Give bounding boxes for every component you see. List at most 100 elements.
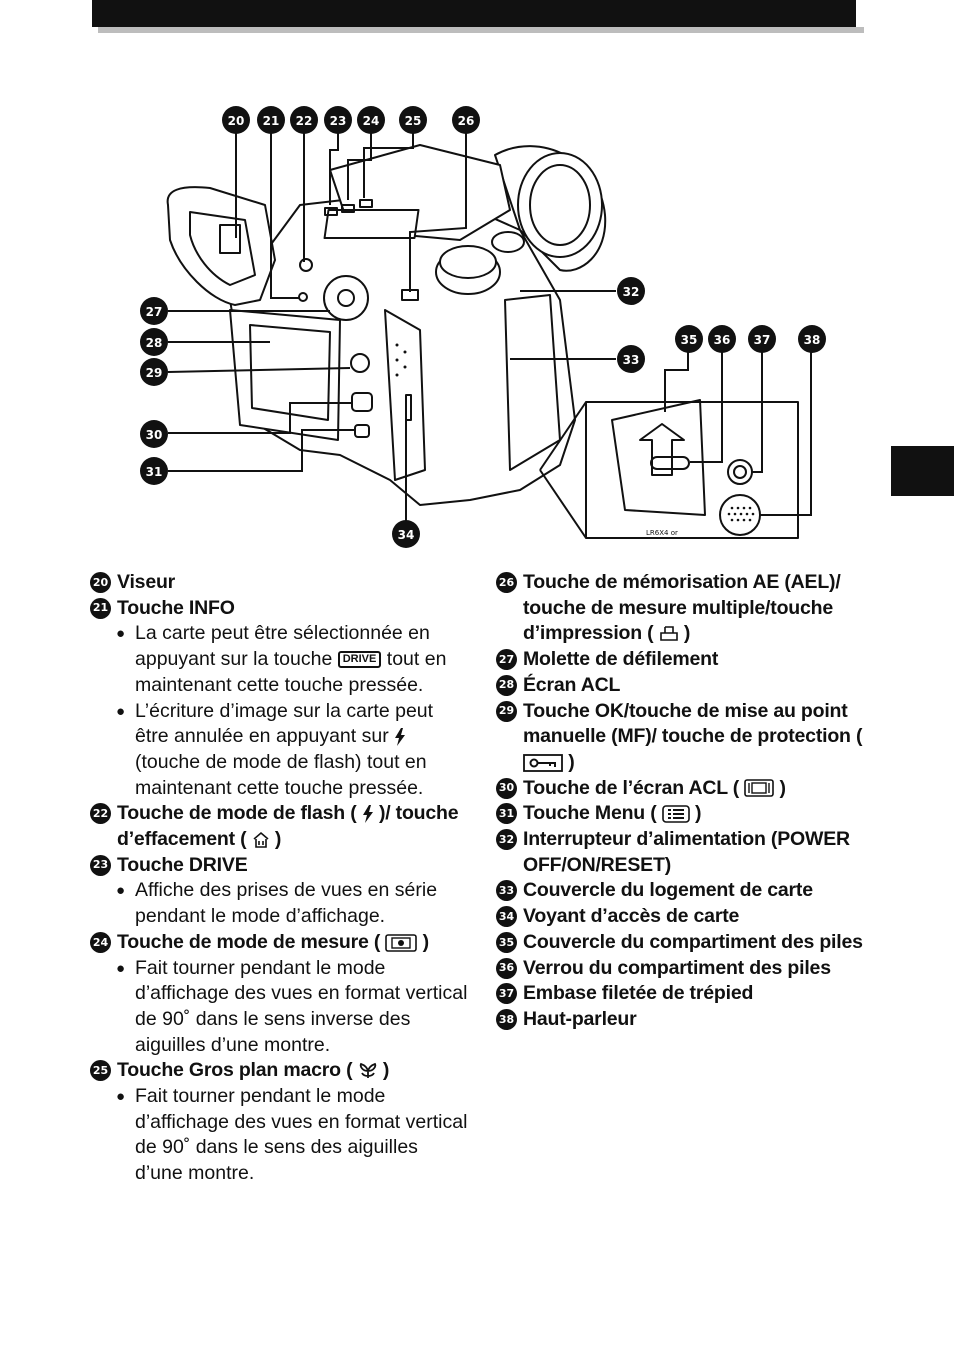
item-title: Écran ACL: [523, 673, 621, 696]
bullet-dot: ●: [116, 882, 126, 900]
item-title: ): [694, 802, 702, 825]
item-title: Touche de mémorisation AE (AEL)/ touche …: [523, 571, 841, 645]
svg-text:24: 24: [363, 114, 380, 128]
callout-28: 28: [140, 328, 168, 356]
svg-text:23: 23: [330, 114, 347, 128]
legend-item-20: 20 Viseur: [90, 570, 470, 596]
header-bar-shadow: [98, 27, 864, 33]
number-badge: 38: [496, 1008, 517, 1030]
bullet-text: (touche de mode de flash) tout en mainte…: [135, 750, 427, 799]
callout-35: 35: [675, 325, 703, 353]
bullet-23-1: ● Affiche des prises de vues en série pe…: [90, 878, 470, 929]
callout-38: 38: [798, 325, 826, 353]
metering-icon: [385, 933, 418, 952]
item-title: Interrupteur d’alimentation (POWER OFF/O…: [523, 828, 850, 876]
item-title: Couvercle du logement de carte: [523, 879, 813, 902]
item-title: )/ touche d’effacement (: [117, 802, 459, 851]
number-badge: 33: [496, 880, 517, 902]
svg-text:35: 35: [681, 333, 698, 347]
callout-30: 30: [140, 420, 168, 448]
callout-20: 20: [222, 106, 250, 134]
bullet-21-1: ● La carte peut être sélectionnée en app…: [90, 621, 470, 698]
bullet-text: Fait tourner pendant le mode d’affichage…: [135, 1085, 468, 1185]
callout-36: 36: [708, 325, 736, 353]
legend-item-33: 33 Couvercle du logement de carte: [496, 878, 876, 904]
bullet-text: Affiche des prises de vues en série pend…: [135, 879, 438, 928]
bullet-24-1: ● Fait tourner pendant le mode d’afficha…: [90, 956, 470, 1059]
svg-text:21: 21: [263, 114, 280, 128]
number-badge: 32: [496, 829, 517, 851]
legend-item-36: 36 Verrou du compartiment des piles: [496, 956, 876, 982]
legend-item-38: 38 Haut-parleur: [496, 1007, 876, 1033]
legend-item-28: 28 Écran ACL: [496, 673, 876, 699]
item-title: ): [382, 1059, 390, 1082]
number-badge: 31: [496, 803, 517, 825]
svg-text:26: 26: [458, 114, 475, 128]
legend-item-34: 34 Voyant d’accès de carte: [496, 904, 876, 930]
item-title: Touche OK/touche de mise au point manuel…: [523, 699, 863, 748]
menu-icon: [661, 805, 690, 823]
drive-icon: DRIVE: [337, 651, 382, 669]
callout-23: 23: [324, 106, 352, 134]
legend-item-30: 30 Touche de l’écran ACL ( ): [496, 776, 876, 802]
callout-21: 21: [257, 106, 285, 134]
legend-item-35: 35 Couvercle du compartiment des piles: [496, 930, 876, 956]
item-title: Touche Gros plan macro (: [117, 1059, 353, 1082]
svg-text:25: 25: [405, 114, 422, 128]
legend-item-27: 27 Molette de défilement: [496, 647, 876, 673]
legend-item-32: 32 Interrupteur d’alimentation (POWER OF…: [496, 827, 876, 878]
legend-item-22: 22 Touche de mode de flash ( )/ touche d…: [90, 801, 470, 852]
number-badge: 23: [90, 854, 111, 876]
camera-diagram: LR6X4 or 20 21 22 23 24 25 26 27 28 29 3…: [140, 106, 826, 548]
lcd-icon: [744, 779, 775, 798]
callout-32: 32: [617, 277, 645, 305]
number-badge: 30: [496, 777, 517, 799]
callout-27: 27: [140, 297, 168, 325]
bullet-25-1: ● Fait tourner pendant le mode d’afficha…: [90, 1084, 470, 1187]
trash-icon: [253, 831, 269, 848]
callout-33: 33: [617, 345, 645, 373]
item-title: Embase filetée de trépied: [523, 982, 754, 1005]
svg-text:29: 29: [146, 366, 163, 380]
header-bar: [92, 0, 856, 27]
legend-item-24: 24 Touche de mode de mesure ( ): [90, 930, 470, 956]
number-badge: 26: [496, 572, 517, 593]
legend-left-column: 20 Viseur 21 Touche INFO ● La carte peut…: [90, 570, 470, 1187]
callout-34: 34: [392, 520, 420, 548]
svg-text:31: 31: [146, 465, 163, 479]
number-badge: 36: [496, 957, 517, 979]
number-badge: 35: [496, 931, 517, 953]
item-title: Touche Menu (: [523, 802, 657, 825]
item-title: ): [422, 930, 430, 953]
number-badge: 20: [90, 572, 111, 593]
battery-label: LR6X4 or: [646, 529, 678, 537]
item-title: Couvercle du compartiment des piles: [523, 930, 863, 953]
macro-icon: [359, 1063, 376, 1079]
legend-item-25: 25 Touche Gros plan macro ( ): [90, 1058, 470, 1084]
callout-25: 25: [399, 106, 427, 134]
item-title: Touche INFO: [117, 596, 235, 619]
legend-item-37: 37 Embase filetée de trépied: [496, 981, 876, 1007]
bullet-text: L’écriture d’image sur la carte peut êtr…: [135, 699, 434, 748]
number-badge: 25: [90, 1060, 111, 1082]
svg-text:36: 36: [714, 333, 731, 347]
legend-item-29: 29 Touche OK/touche de mise au point man…: [496, 699, 876, 776]
number-badge: 34: [496, 906, 517, 928]
svg-text:22: 22: [296, 114, 313, 128]
number-badge: 22: [90, 803, 111, 825]
item-title: Touche de l’écran ACL (: [523, 776, 740, 799]
callout-37: 37: [748, 325, 776, 353]
svg-text:38: 38: [804, 333, 821, 347]
svg-text:27: 27: [146, 305, 163, 319]
protect-key-icon: [523, 753, 563, 772]
legend-item-31: 31 Touche Menu ( ): [496, 801, 876, 827]
callout-31: 31: [140, 457, 168, 485]
bullet-dot: ●: [116, 1088, 126, 1106]
item-title: Voyant d’accès de carte: [523, 905, 740, 928]
chapter-tab: [891, 446, 954, 496]
bullet-text: Fait tourner pendant le mode d’affichage…: [135, 956, 468, 1056]
svg-text:30: 30: [146, 428, 163, 442]
item-title: Molette de défilement: [523, 648, 719, 671]
callout-26: 26: [452, 106, 480, 134]
item-title: ): [274, 828, 282, 851]
